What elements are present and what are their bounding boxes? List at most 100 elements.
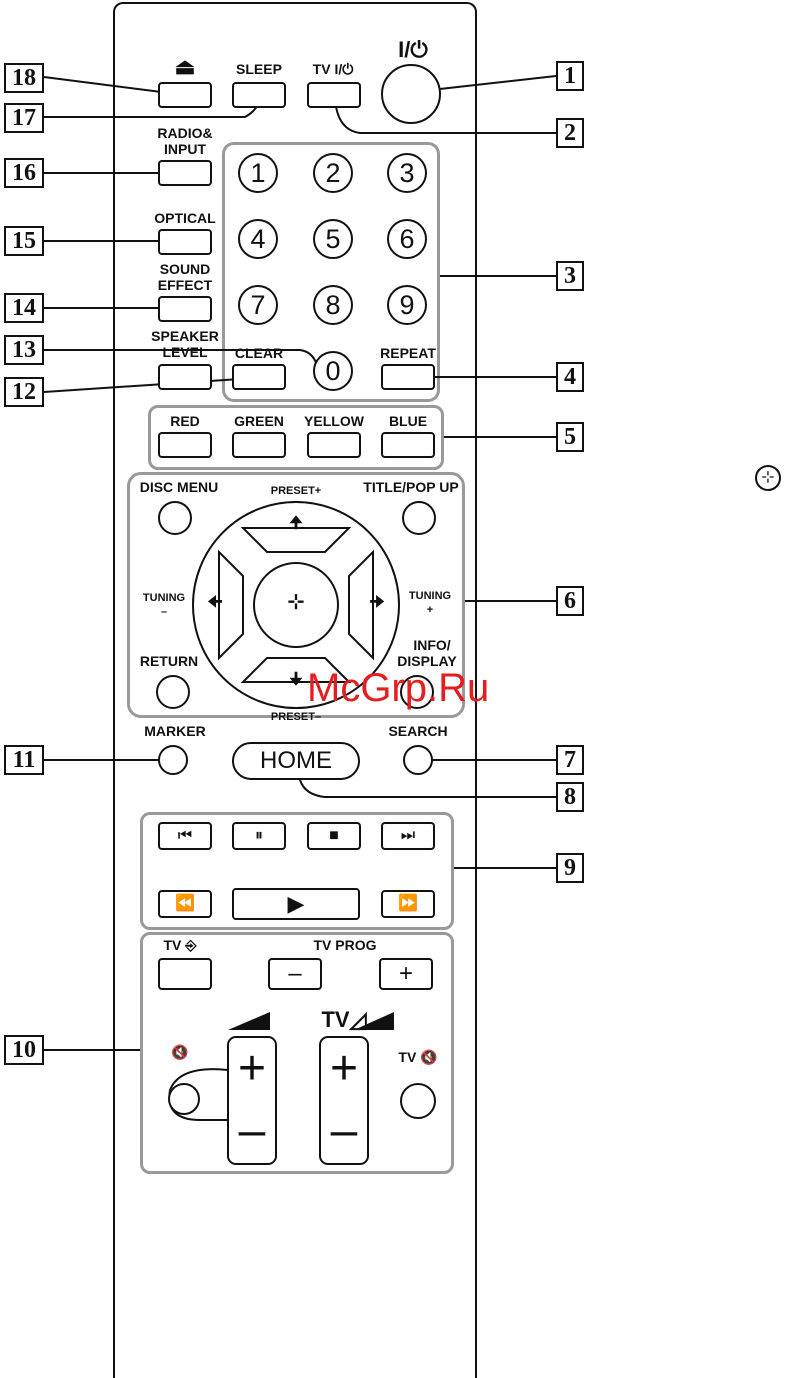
num-2-button[interactable]: 2 (313, 153, 353, 193)
up-arrow-button[interactable]: 🠉 (289, 515, 303, 532)
down-arrow-button[interactable]: 🠋 (289, 671, 303, 688)
repeat-label: REPEAT (380, 345, 436, 361)
callout-18: 18 (4, 63, 44, 93)
power-button[interactable] (381, 64, 441, 124)
repeat-button[interactable] (381, 364, 435, 390)
red-button[interactable] (158, 432, 212, 458)
disc-menu-button[interactable] (158, 501, 192, 535)
stop-button[interactable]: ■ (307, 822, 361, 850)
right-arrow-button[interactable]: 🠊 (369, 594, 385, 611)
home-button[interactable]: HOME (232, 742, 360, 780)
radio-input-label-line1: RADIO& (157, 125, 213, 141)
tv-mute-label: TV 🔇 (398, 1049, 438, 1065)
ffwd-icon: ⏩ (398, 895, 418, 912)
enter-symbol-icon: ⊹ (755, 465, 781, 491)
callout-17: 17 (4, 103, 44, 133)
tv-prog-minus-button[interactable]: – (268, 958, 322, 990)
ffwd-button[interactable]: ⏩ (381, 890, 435, 918)
red-label: RED (170, 413, 200, 429)
tuning-minus-label-line2: – (160, 606, 168, 618)
blue-button[interactable] (381, 432, 435, 458)
tv-prog-minus-icon: – (288, 960, 302, 987)
green-button[interactable] (232, 432, 286, 458)
tv-input-label: TV ⎆ (163, 937, 197, 953)
optical-button[interactable] (158, 229, 212, 255)
info-display-label-line1: INFO/ (413, 637, 451, 653)
info-display-label-line2: DISPLAY (397, 653, 457, 669)
clear-button[interactable] (232, 364, 286, 390)
tuning-minus-label-line1: TUNING (142, 592, 186, 604)
num-8-button[interactable]: 8 (313, 285, 353, 325)
search-label: SEARCH (388, 723, 448, 739)
volume-minus-button[interactable]: – (238, 1104, 266, 1157)
tv-prog-label: TV PROG (313, 937, 377, 953)
callout-16: 16 (4, 158, 44, 188)
green-label: GREEN (234, 413, 284, 429)
mute-icon: 🔇 (171, 1044, 189, 1060)
num-4-button[interactable]: 4 (238, 219, 278, 259)
tv-volume-minus-button[interactable]: – (330, 1104, 358, 1157)
disc-menu-label: DISC MENU (139, 479, 219, 495)
num-9-button[interactable]: 9 (387, 285, 427, 325)
next-button[interactable]: ⏭ (381, 822, 435, 850)
tv-prog-plus-icon: + (398, 960, 413, 987)
num-0-button[interactable]: 0 (313, 351, 353, 391)
num-7-button[interactable]: 7 (238, 285, 278, 325)
tv-volume-plus-button[interactable]: + (329, 1042, 359, 1095)
yellow-button[interactable] (307, 432, 361, 458)
callout-14: 14 (4, 293, 44, 323)
callout-6: 6 (556, 586, 584, 616)
sound-effect-button[interactable] (158, 296, 212, 322)
callout-8: 8 (556, 782, 584, 812)
prev-button[interactable]: ⏮ (158, 822, 212, 850)
num-6-button[interactable]: 6 (387, 219, 427, 259)
tv-mute-button[interactable] (400, 1083, 436, 1119)
tv-prog-plus-button[interactable]: + (379, 958, 433, 990)
watermark: McGrp.Ru (307, 666, 490, 710)
callout-7: 7 (556, 745, 584, 775)
marker-label: MARKER (144, 723, 206, 739)
radio-input-button[interactable] (158, 160, 212, 186)
home-label: HOME (260, 747, 332, 774)
speaker-level-label-line1: SPEAKER (151, 328, 219, 344)
mute-button[interactable] (168, 1083, 200, 1115)
title-popup-label: TITLE/POP UP (363, 479, 459, 495)
callout-10: 10 (4, 1035, 44, 1065)
rewind-button[interactable]: ⏪ (158, 890, 212, 918)
enter-button[interactable]: ⊹ (287, 591, 305, 613)
num-1-button[interactable]: 1 (238, 153, 278, 193)
tv-power-label: TV I/⏻ (312, 61, 354, 77)
play-button[interactable]: ▶ (232, 888, 360, 920)
marker-button[interactable] (158, 745, 188, 775)
callout-13: 13 (4, 335, 44, 365)
sound-effect-label-line1: SOUND (159, 261, 211, 277)
callout-3: 3 (556, 261, 584, 291)
speaker-level-label-line2: LEVEL (162, 344, 208, 360)
yellow-label: YELLOW (304, 413, 364, 429)
callout-2: 2 (556, 118, 584, 148)
eject-button[interactable] (158, 82, 212, 108)
return-button[interactable] (156, 675, 190, 709)
pause-icon: ⏸ (254, 827, 263, 844)
sleep-button[interactable] (232, 82, 286, 108)
num-5-button[interactable]: 5 (313, 219, 353, 259)
blue-label: BLUE (388, 413, 428, 429)
callout-15: 15 (4, 226, 44, 256)
tv-input-button[interactable] (158, 958, 212, 990)
tv-power-button[interactable] (307, 82, 361, 108)
color-button-group (148, 405, 444, 470)
speaker-level-button[interactable] (158, 364, 212, 390)
num-3-button[interactable]: 3 (387, 153, 427, 193)
info-display-button[interactable] (400, 675, 434, 709)
callout-4: 4 (556, 362, 584, 392)
pause-button[interactable]: ⏸ (232, 822, 286, 850)
preset-minus-label: PRESET– (270, 711, 322, 723)
search-button[interactable] (403, 745, 433, 775)
volume-plus-button[interactable]: + (237, 1042, 267, 1095)
title-popup-button[interactable] (402, 501, 436, 535)
callout-5: 5 (556, 422, 584, 452)
preset-plus-label: PRESET+ (270, 485, 322, 497)
tv-control-group (140, 932, 454, 1174)
left-arrow-button[interactable]: 🠈 (207, 594, 223, 611)
tv-volume-label: TV◿ (321, 1007, 367, 1032)
